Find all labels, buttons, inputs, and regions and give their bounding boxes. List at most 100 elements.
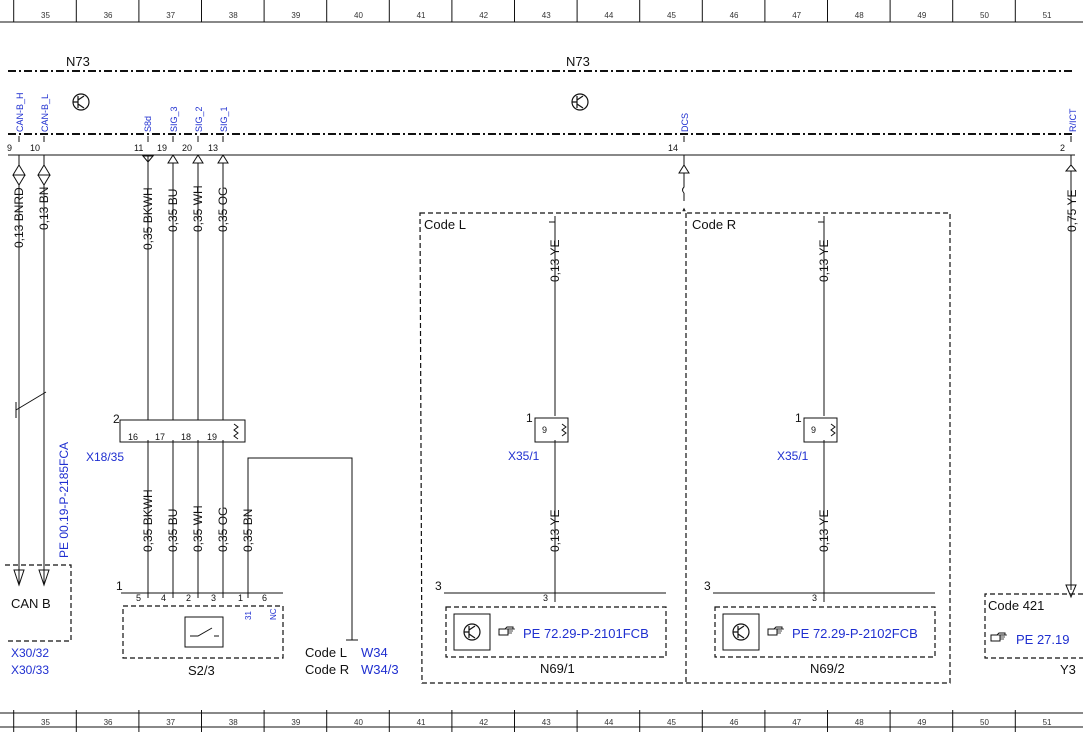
wires <box>12 154 1078 640</box>
box-l-connector: X35/1 <box>508 449 540 463</box>
code421-ref: PE 27.19 <box>1016 632 1070 647</box>
svg-text:17: 17 <box>155 432 165 442</box>
svg-text:3: 3 <box>435 579 442 593</box>
ruler-label: 40 <box>354 718 363 727</box>
svg-text:3: 3 <box>704 579 711 593</box>
wire-label-ye-l-2: 0,13 YE <box>548 510 562 552</box>
pin-sig-can-b-h: CAN-B_H <box>15 92 25 132</box>
pin-num-11: 11 <box>134 143 143 153</box>
pin-num-14: 14 <box>668 143 678 153</box>
ruler-label: 51 <box>1043 718 1052 727</box>
ruler-label: 35 <box>41 718 50 727</box>
wire-label-ye-r: 0,13 YE <box>817 240 831 282</box>
pin-stubs <box>18 136 1072 142</box>
svg-text:6: 6 <box>262 593 267 603</box>
svg-text:1: 1 <box>795 411 802 425</box>
box-r-module: N69/2 <box>810 661 845 676</box>
box-code-l: Code L 1 9 X35/1 3 3 PE 72.29-P-2101FCB … <box>424 217 667 676</box>
box-r-connector: X35/1 <box>777 449 809 463</box>
svg-text:3: 3 <box>211 593 216 603</box>
wire-label-wh-2: 0,35 WH <box>191 505 205 552</box>
code-r-ref: W34/3 <box>361 662 399 677</box>
ruler-label: 40 <box>354 11 363 20</box>
ruler-label: 37 <box>166 11 175 20</box>
code-lr-container <box>419 207 951 684</box>
box-code-421: Code 421 PE 27.19 Y3 <box>984 593 1083 677</box>
switch-s2-3: 1 5 4 2 3 1 6 31 NC S2/3 <box>116 579 284 678</box>
code-l-ref: W34 <box>361 645 388 660</box>
ruler-label: 39 <box>291 11 300 20</box>
code-r-label: Code R <box>305 662 349 677</box>
ruler-label: 35 <box>41 11 50 20</box>
box-l-title: Code L <box>424 217 466 232</box>
svg-text:9: 9 <box>542 425 547 435</box>
module-label-n73-right: N73 <box>566 54 590 69</box>
pin-signal-labels: CAN-B_H CAN-B_L S8d SIG_3 SIG_2 SIG_1 DC… <box>15 92 1078 132</box>
ruler-label: 41 <box>417 718 426 727</box>
wire-label-ye-075: 0,75 YE <box>1065 190 1079 232</box>
connector-x18-num: 2 <box>113 412 120 426</box>
code421-title: Code 421 <box>988 598 1044 613</box>
ruler-label: 47 <box>792 11 801 20</box>
svg-text:19: 19 <box>207 432 217 442</box>
can-b-ref: PE 00.19-P-2185FCA <box>57 442 71 558</box>
wire-label-og: 0,35 OG <box>216 187 230 232</box>
ruler-label: 44 <box>604 718 613 727</box>
ruler-label: 38 <box>229 718 238 727</box>
ruler-label: 44 <box>604 11 613 20</box>
can-b-x30-33: X30/33 <box>11 663 49 677</box>
ruler-label: 43 <box>542 11 551 20</box>
can-b-x30-32: X30/32 <box>11 646 49 660</box>
ruler-label: 38 <box>229 11 238 20</box>
ruler-label: 42 <box>479 11 488 20</box>
reference-hand-icon <box>767 626 785 636</box>
reference-hand-icon <box>990 632 1008 642</box>
pin-sig-s8d: S8d <box>143 116 153 132</box>
box-r-title: Code R <box>692 217 736 232</box>
box-code-r: Code R 1 9 X35/1 3 3 PE 72.29-P-2102FCB … <box>692 217 936 676</box>
pin-num-19: 19 <box>157 143 167 153</box>
ruler-label: 37 <box>166 718 175 727</box>
wire-label-bnrd: 0,13 BNRD <box>12 187 26 248</box>
pin-num-13: 13 <box>208 143 218 153</box>
pin-sig-can-b-l: CAN-B_L <box>40 94 50 132</box>
pin-num-9: 9 <box>7 143 12 153</box>
svg-text:1: 1 <box>116 579 123 593</box>
ruler-label: 41 <box>417 11 426 20</box>
code421-label: Y3 <box>1060 662 1076 677</box>
switch-label: S2/3 <box>188 663 215 678</box>
box-l-module: N69/1 <box>540 661 575 676</box>
wire-label-bn-2: 0,35 BN <box>241 509 255 552</box>
pin-sig-sig2: SIG_2 <box>194 106 204 132</box>
wire-label-og-2: 0,35 OG <box>216 507 230 552</box>
ruler-label: 50 <box>980 718 989 727</box>
pin-sig-dcs: DCS <box>680 113 690 132</box>
wire-label-bu: 0,35 BU <box>166 189 180 232</box>
can-b-label: CAN B <box>11 596 51 611</box>
module-label-n73-left: N73 <box>66 54 90 69</box>
ruler-label: 45 <box>667 718 676 727</box>
ruler-label: 45 <box>667 11 676 20</box>
svg-text:2: 2 <box>186 593 191 603</box>
pin-sig-r-ict: R/ICT <box>1068 108 1078 132</box>
code-wire-refs: Code L Code R W34 W34/3 <box>305 639 399 677</box>
svg-text:4: 4 <box>161 593 166 603</box>
pin-num-10: 10 <box>30 143 40 153</box>
box-r-ref: PE 72.29-P-2102FCB <box>792 626 918 641</box>
svg-text:1: 1 <box>526 411 533 425</box>
ruler-label: 48 <box>855 718 864 727</box>
wire-label-ye-r-2: 0,13 YE <box>817 510 831 552</box>
ruler-label: 36 <box>104 11 113 20</box>
wire-label-bkwh: 0,35 BKWH <box>141 187 155 250</box>
switch-contact-icon <box>190 627 219 637</box>
svg-text:3: 3 <box>543 593 548 603</box>
box-l-ref: PE 72.29-P-2101FCB <box>523 626 649 641</box>
svg-text:3: 3 <box>812 593 817 603</box>
pin-numbers: 9 10 11 19 20 13 14 2 <box>7 143 1065 153</box>
ruler-label: 39 <box>291 718 300 727</box>
wire-labels-top: 0,13 BNRD 0,13 BN 0,35 BKWH 0,35 BU 0,35… <box>12 185 1079 282</box>
svg-text:NC: NC <box>269 608 278 620</box>
svg-text:9: 9 <box>811 425 816 435</box>
